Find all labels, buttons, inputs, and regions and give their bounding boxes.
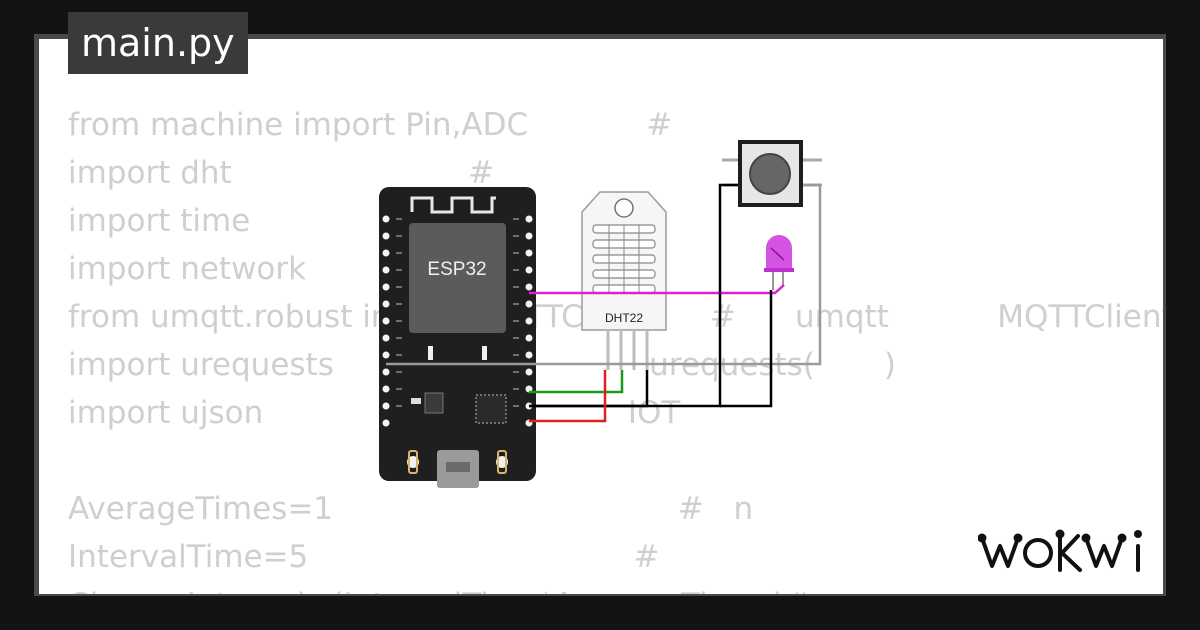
wire-black-dht [529, 370, 649, 408]
code-line: import dht # [68, 155, 495, 191]
code-line: AverageTimes=1 # n [68, 491, 754, 527]
esp32-board[interactable]: ESP32 [379, 187, 536, 488]
esp32-chip [409, 223, 506, 333]
wire-gray [386, 183, 822, 366]
code-line: from machine import Pin,ADC # [68, 107, 673, 143]
code-editor[interactable]: from machine import Pin,ADC # import dht … [68, 101, 1163, 594]
wire-black-led [720, 290, 773, 408]
wokwi-logo [978, 529, 1142, 572]
esp32-pins-left [382, 215, 390, 427]
dht22-sensor[interactable]: DHT22 [581, 191, 667, 370]
esp32-chip-label: ESP32 [427, 259, 486, 280]
code-line: import urequests urequests( ) [68, 347, 896, 383]
file-tab[interactable]: main.py [68, 12, 248, 74]
code-line: import time [68, 203, 251, 239]
wire-green [529, 370, 624, 394]
code-line: import network [68, 251, 307, 287]
code-line: IntervalTime=5 # [68, 539, 660, 575]
wires [386, 183, 822, 423]
code-line: import ujson IOT [68, 395, 681, 431]
push-button[interactable] [722, 140, 822, 207]
esp32-silkscreen [396, 218, 519, 407]
wire-black-button [529, 183, 738, 408]
wire-magenta [529, 284, 785, 295]
code-line: ChangeInterval=(IntervalTime*AverageTime… [68, 581, 1163, 594]
led-purple[interactable] [764, 235, 794, 290]
wire-red [529, 370, 607, 423]
dht22-label: DHT22 [605, 311, 643, 325]
